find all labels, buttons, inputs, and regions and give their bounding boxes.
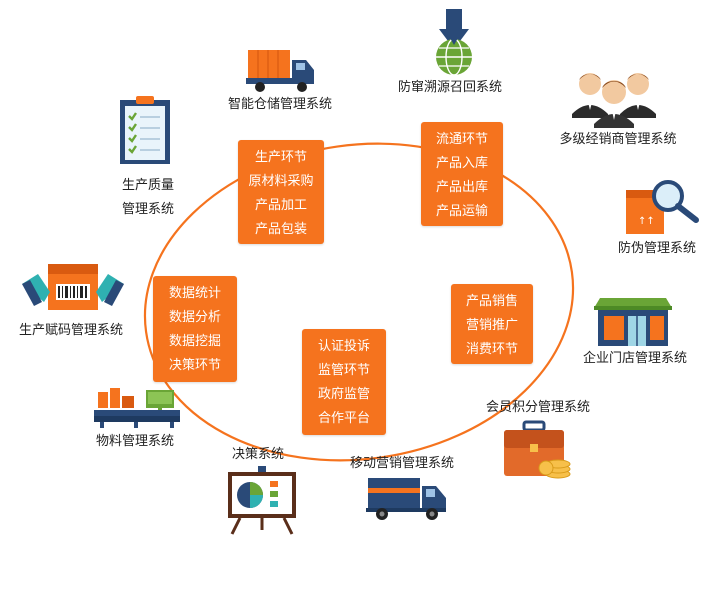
decision-line: 数据分析 (168, 310, 221, 325)
mobile-system: 移动营销管理系统 (338, 454, 466, 474)
globe-pin-icon (436, 9, 472, 76)
sales-line: 产品销售 (465, 294, 518, 309)
coding-label: 生产赋码管理系统 (18, 323, 123, 338)
circulation-line: 产品出库 (435, 180, 488, 195)
production-line: 产品加工 (254, 198, 307, 213)
regulation-line: 认证投诉 (317, 339, 370, 354)
store-label: 企业门店管理系统 (582, 351, 687, 366)
coding-system: 生产赋码管理系统 (8, 321, 134, 341)
material-system: 物料管理系统 (80, 432, 190, 452)
sales-line: 消费环节 (465, 342, 518, 357)
recall-label: 防窜溯源召回系统 (397, 80, 502, 95)
production-line: 产品包装 (254, 222, 307, 237)
dealer-label: 多级经销商管理系统 (559, 132, 677, 147)
material-label: 物料管理系统 (95, 434, 174, 449)
decision-box: 数据统计 数据分析 数据挖掘 决策环节 (153, 276, 237, 382)
store-system: 企业门店管理系统 (570, 349, 700, 369)
magnifier-box-icon: ↑↑ (626, 180, 699, 234)
decision-line: 决策环节 (168, 358, 221, 373)
anticounterfeit-label: 防伪管理系统 (617, 241, 696, 256)
quality-system: 生产质量 管理系统 (108, 176, 188, 220)
points-label: 会员积分管理系统 (485, 400, 590, 415)
anticounterfeit-system: 防伪管理系统 (602, 239, 712, 259)
people-icon (572, 73, 656, 128)
circulation-line: 流通环节 (435, 132, 488, 147)
decision-line: 数据统计 (168, 286, 221, 301)
production-line: 生产环节 (254, 150, 307, 165)
recall-system: 防窜溯源召回系统 (390, 78, 510, 98)
sales-line: 营销推广 (465, 318, 518, 333)
quality-label-line2: 管理系统 (121, 202, 174, 217)
truck-icon (246, 50, 314, 92)
mobile-label: 移动营销管理系统 (349, 456, 454, 471)
regulation-line: 监管环节 (317, 363, 370, 378)
sales-box: 产品销售 营销推广 消费环节 (451, 284, 533, 364)
store-icon (594, 298, 672, 346)
circulation-line: 产品入库 (435, 156, 488, 171)
svg-text:↑↑: ↑↑ (638, 216, 655, 227)
decision-line: 数据挖掘 (168, 334, 221, 349)
barcode-box-icon (22, 264, 124, 310)
production-box: 生产环节 原材料采购 产品加工 产品包装 (238, 140, 324, 244)
briefcase-coins-icon (504, 420, 571, 479)
points-system: 会员积分管理系统 (470, 398, 606, 418)
warehouse-system: 智能仓储管理系统 (220, 95, 340, 115)
regulation-box: 认证投诉 监管环节 政府监管 合作平台 (302, 329, 386, 435)
quality-label-line1: 生产质量 (121, 178, 174, 193)
conveyor-icon (94, 388, 180, 428)
warehouse-label: 智能仓储管理系统 (227, 97, 332, 112)
production-line: 原材料采购 (248, 174, 314, 189)
circulation-box: 流通环节 产品入库 产品出库 产品运输 (421, 122, 503, 226)
dealer-system: 多级经销商管理系统 (548, 130, 688, 150)
regulation-line: 政府监管 (317, 387, 370, 402)
regulation-line: 合作平台 (317, 411, 370, 426)
clipboard-icon (120, 96, 170, 164)
delivery-truck-icon (366, 478, 446, 520)
decision-system: 决策系统 (218, 445, 298, 465)
circulation-line: 产品运输 (435, 204, 488, 219)
easel-chart-icon (228, 466, 296, 535)
decision-label: 决策系统 (231, 447, 284, 462)
